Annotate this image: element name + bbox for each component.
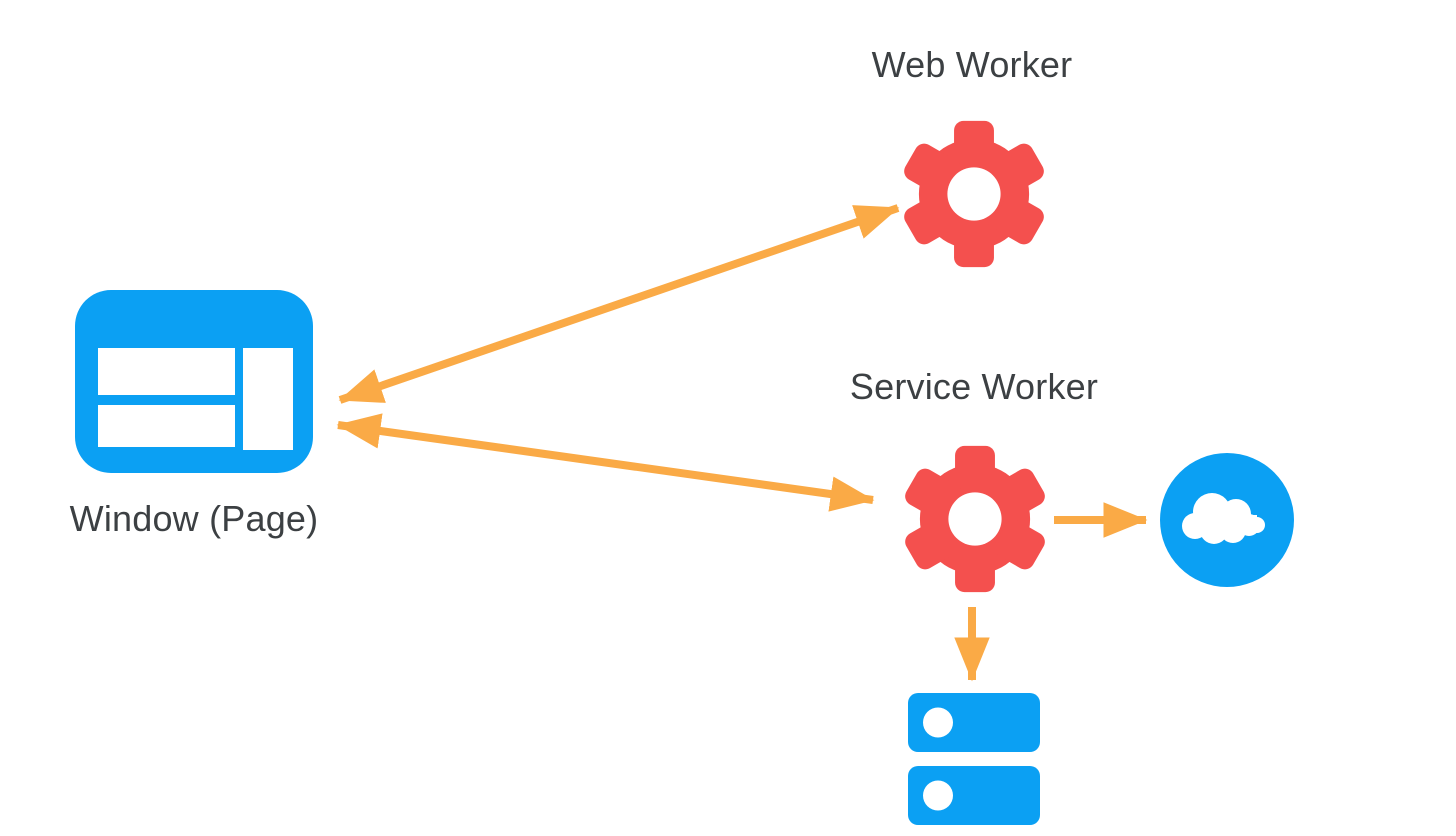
- web-worker-label: Web Worker: [871, 44, 1073, 85]
- browser-window-icon: [75, 290, 313, 473]
- edge-window-serviceworker: [336, 413, 875, 512]
- window-page-label: Window (Page): [69, 498, 319, 539]
- cloud-icon: [1160, 453, 1294, 587]
- gear-icon: [904, 120, 1044, 268]
- service-worker-label: Service Worker: [849, 366, 1099, 407]
- storage-stack-icon: [908, 693, 1040, 825]
- gear-icon: [905, 445, 1045, 593]
